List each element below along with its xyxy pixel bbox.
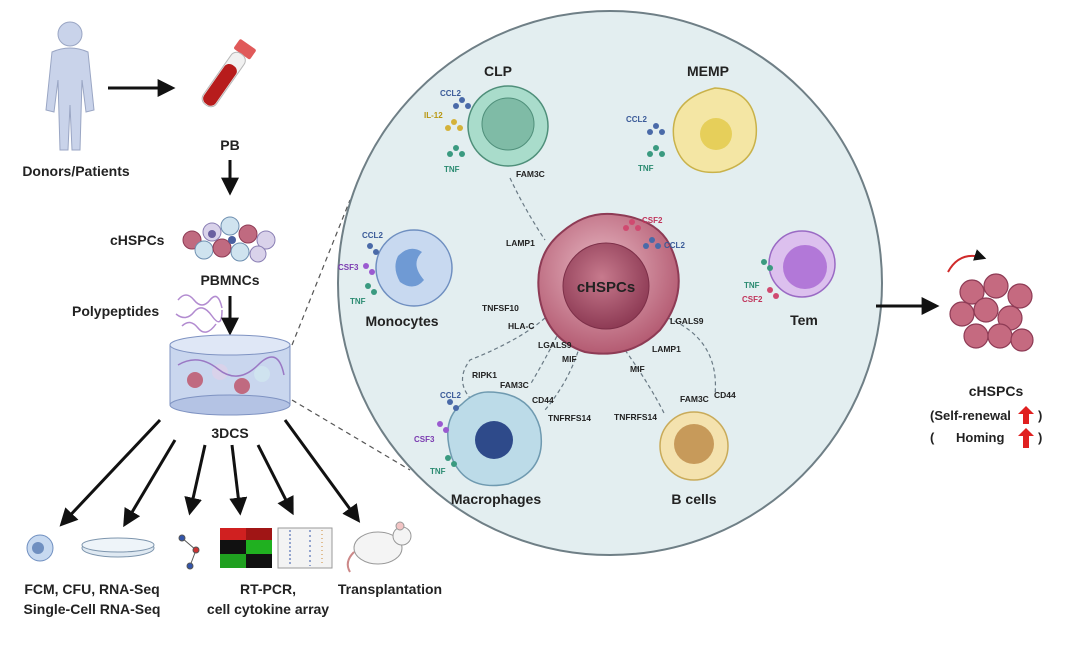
lamp1-right-label: LAMP1: [652, 344, 681, 354]
cd44-macro-label: CD44: [532, 395, 554, 405]
tnfrsf14-macro-label: TNFRFS14: [548, 413, 591, 423]
lgals9-right-label: LGALS9: [670, 316, 704, 326]
tnfsf10-label: TNFSF10: [482, 303, 519, 313]
macrophage-cell: [447, 391, 542, 487]
homing-close: ): [1038, 430, 1042, 445]
human-figure-icon: [45, 21, 95, 151]
memp-molecules: [647, 123, 665, 157]
monocytes-label: Monocytes: [365, 313, 438, 329]
tem-csf2-label: CSF2: [742, 295, 763, 304]
chspc-central-cell: [537, 212, 680, 355]
monocyte-cell: [375, 229, 453, 307]
mif-right-label: MIF: [630, 364, 645, 374]
mono-tnf-label: TNF: [350, 297, 366, 306]
mono-ccl2-label: CCL2: [362, 231, 383, 240]
mono-csf3-label: CSF3: [338, 263, 359, 272]
up-arrow-icon-1: [1018, 406, 1034, 424]
bcells-label: B cells: [671, 491, 716, 507]
petri-dish-icon: [81, 537, 155, 558]
lgals9-left-label: LGALS9: [538, 340, 572, 350]
3dcs-label: 3DCS: [211, 425, 248, 441]
chspc-secreted-molecules: [623, 219, 661, 249]
self-renewal-curve-arrow: [947, 249, 987, 273]
clp-il12-label: IL-12: [424, 111, 443, 120]
chspc-csf2-label: CSF2: [642, 216, 663, 225]
mif-left-label: MIF: [562, 354, 577, 364]
pb-label: PB: [220, 137, 239, 153]
memp-tnf-label: TNF: [638, 164, 654, 173]
macrophages-label: Macrophages: [451, 491, 541, 507]
clp-label: CLP: [484, 63, 512, 79]
blood-tube-icon: [201, 39, 256, 108]
methods-mid-line1: RT-PCR,: [240, 581, 296, 597]
lamp1-top-label: LAMP1: [506, 238, 535, 248]
chspcs-left-label: cHSPCs: [110, 232, 165, 248]
donors-label: Donors/Patients: [22, 163, 130, 179]
clp-molecules: [445, 97, 471, 157]
hlac-label: HLA-C: [508, 321, 534, 331]
fam3c-macro-label: FAM3C: [500, 380, 529, 390]
methods-right-label: Transplantation: [338, 581, 442, 597]
ripk1-label: RIPK1: [472, 370, 497, 380]
tem-label: Tem: [790, 312, 818, 328]
tem-cell: [768, 230, 836, 298]
bcell-cell: [659, 411, 729, 481]
chspc-center-label: cHSPCs: [577, 279, 635, 296]
memp-ccl2-label: CCL2: [626, 115, 647, 124]
interaction-paths: [461, 177, 717, 416]
clp-tnf-label: TNF: [444, 165, 460, 174]
clp-ccl2-label: CCL2: [440, 89, 461, 98]
tem-tnf-label: TNF: [744, 281, 760, 290]
cytokine-array-icon: [277, 527, 333, 569]
memp-label: MEMP: [687, 63, 729, 79]
heatmap-icon: [220, 528, 272, 568]
pbmnc-cluster-icon: [182, 216, 276, 263]
pbmncs-label: PBMNCs: [200, 272, 259, 288]
zoom-line-top: [291, 199, 351, 346]
fcm-cell-icon: [26, 534, 54, 562]
chspc-cluster-icon: [949, 273, 1034, 352]
macrophage-molecules: [437, 399, 459, 467]
macro-ccl2-label: CCL2: [440, 391, 461, 400]
up-arrow-icon-2: [1018, 428, 1034, 448]
zoom-line-bottom: [291, 399, 411, 471]
methods-left-line1: FCM, CFU, RNA-Seq: [24, 581, 159, 597]
tnfrsf14-bcell-label: TNFRFS14: [614, 412, 657, 422]
macro-tnf-label: TNF: [430, 467, 446, 476]
methods-mid-line2: cell cytokine array: [207, 601, 329, 617]
monocyte-molecules: [363, 243, 379, 295]
result-title: cHSPCs: [969, 383, 1024, 399]
mouse-icon: [346, 521, 412, 573]
method-arrows: [59, 418, 361, 528]
polypeptide-squiggle-icon: [175, 294, 223, 333]
memp-cell: [672, 87, 758, 174]
homing-open: (: [930, 430, 935, 445]
fam3c-bcell-label: FAM3C: [680, 394, 709, 404]
homing-label: Homing: [956, 430, 1004, 445]
methods-left-line2: Single-Cell RNA-Seq: [24, 601, 161, 617]
clp-cell: [467, 85, 549, 167]
cd44-bcell-label: CD44: [714, 390, 736, 400]
self-renewal-close: ): [1038, 408, 1042, 423]
chspc-ccl2-label: CCL2: [664, 241, 685, 250]
polypeptides-label: Polypeptides: [72, 303, 159, 319]
tem-molecules: [761, 259, 779, 299]
self-renewal-label: (Self-renewal: [930, 408, 1011, 423]
macro-csf3-label: CSF3: [414, 435, 435, 444]
3dcs-cylinder-icon: [169, 334, 291, 416]
clp-fam3c-label: FAM3C: [516, 169, 545, 179]
network-icon: [178, 534, 200, 570]
